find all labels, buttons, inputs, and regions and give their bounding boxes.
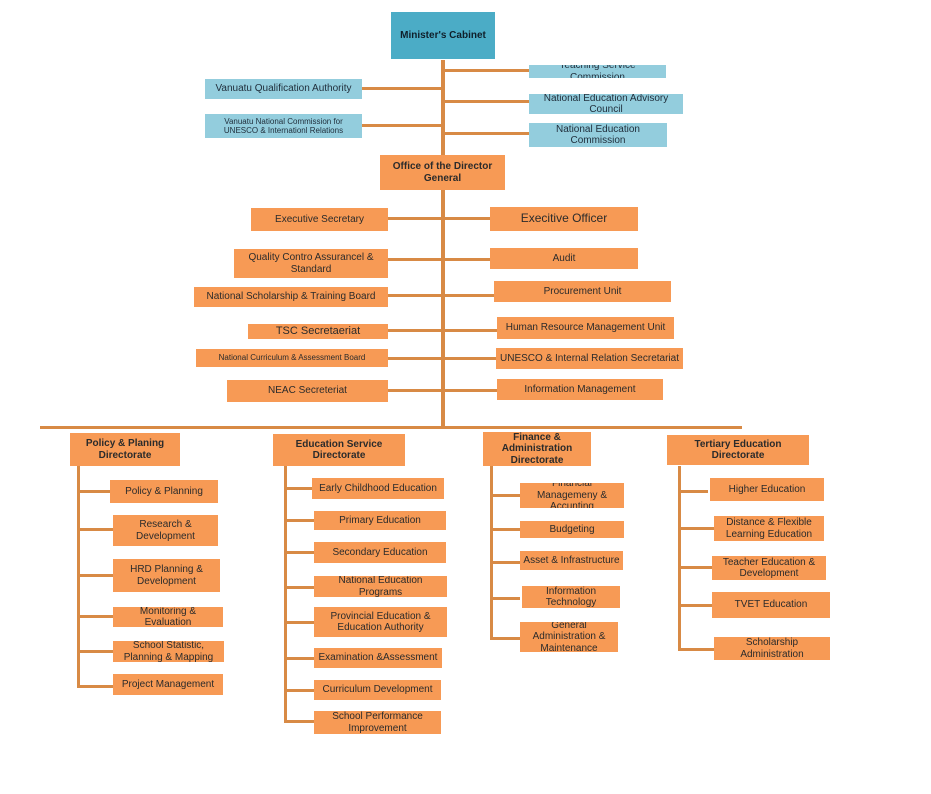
unesco-commission-box: Vanuatu National Commission for UNESCO &… bbox=[205, 114, 362, 138]
dg-left-unit: National Scholarship & Training Board bbox=[194, 287, 388, 307]
connector-line bbox=[441, 60, 445, 156]
connector-line bbox=[490, 528, 520, 531]
connector-line bbox=[441, 190, 445, 428]
teaching-service-commission-box: Teaching Service Commission bbox=[529, 65, 666, 78]
connector-line bbox=[388, 258, 492, 261]
finance-unit: Information Technology bbox=[522, 586, 620, 608]
connector-line bbox=[77, 466, 80, 688]
connector-line bbox=[284, 657, 314, 660]
education-service-unit: National Education Programs bbox=[314, 576, 447, 597]
education-advisory-council-box: National Education Advisory Council bbox=[529, 94, 683, 114]
connector-line bbox=[284, 551, 314, 554]
dg-right-unit: UNESCO & Internal Relation Secretariat bbox=[496, 348, 683, 369]
directorate-finance-administration: Finance & Administration Directorate bbox=[483, 432, 591, 466]
connector-line bbox=[77, 650, 113, 653]
connector-line bbox=[77, 615, 113, 618]
policy-unit: School Statistic, Planning & Mapping bbox=[113, 641, 224, 662]
connector-line bbox=[678, 490, 708, 493]
qualification-authority-box: Vanuatu Qualification Authority bbox=[205, 79, 362, 99]
education-service-unit: Early Childhood Education bbox=[312, 478, 444, 499]
dg-right-unit: Execitive Officer bbox=[490, 207, 638, 231]
tertiary-unit: Teacher Education & Development bbox=[712, 556, 826, 580]
connector-line bbox=[40, 426, 742, 429]
dg-left-unit: Quality Contro Assurancel & Standard bbox=[234, 249, 388, 278]
finance-unit: Financial Managemeny & Accunting bbox=[520, 483, 624, 508]
director-general-box: Office of the Director General bbox=[380, 155, 505, 190]
connector-line bbox=[678, 466, 681, 651]
policy-unit: Project Management bbox=[113, 674, 223, 695]
connector-line bbox=[284, 466, 287, 722]
policy-unit: Policy & Planning bbox=[110, 480, 218, 503]
connector-line bbox=[362, 124, 443, 127]
connector-line bbox=[490, 597, 520, 600]
connector-line bbox=[443, 69, 529, 72]
dg-right-unit: Audit bbox=[490, 248, 638, 269]
ministers-cabinet-box: Minister's Cabinet bbox=[391, 12, 495, 59]
tertiary-unit: Scholarship Administration bbox=[714, 637, 830, 660]
connector-line bbox=[678, 604, 712, 607]
education-service-unit: Curriculum Development bbox=[314, 680, 441, 700]
directorate-education-service: Education Service Directorate bbox=[273, 434, 405, 466]
connector-line bbox=[284, 586, 314, 589]
connector-line bbox=[284, 720, 314, 723]
education-service-unit: Primary Education bbox=[314, 511, 446, 530]
dg-left-unit: Executive Secretary bbox=[251, 208, 388, 231]
dg-left-unit: NEAC Secreteriat bbox=[227, 380, 388, 402]
connector-line bbox=[388, 294, 496, 297]
connector-line bbox=[77, 528, 113, 531]
finance-unit: Budgeting bbox=[520, 521, 624, 538]
finance-unit: General Administration & Maintenance bbox=[520, 622, 618, 652]
education-service-unit: School Performance Improvement bbox=[314, 711, 441, 734]
dg-right-unit: Information Management bbox=[497, 379, 663, 400]
connector-line bbox=[284, 621, 314, 624]
dg-left-unit: TSC Secretaeriat bbox=[248, 324, 388, 339]
directorate-tertiary-education: Tertiary Education Directorate bbox=[667, 435, 809, 465]
education-service-unit: Examination &Assessment bbox=[314, 648, 442, 668]
education-service-unit: Provincial Education & Education Authori… bbox=[314, 607, 447, 637]
connector-line bbox=[388, 217, 492, 220]
tertiary-unit: Distance & Flexible Learning Education bbox=[714, 516, 824, 541]
connector-line bbox=[284, 487, 312, 490]
connector-line bbox=[77, 685, 113, 688]
finance-unit: Asset & Infrastructure bbox=[520, 551, 623, 570]
connector-line bbox=[490, 637, 520, 640]
dg-right-unit: Procurement Unit bbox=[494, 281, 671, 302]
connector-line bbox=[388, 329, 498, 332]
connector-line bbox=[678, 527, 714, 530]
connector-line bbox=[77, 490, 110, 493]
connector-line bbox=[490, 561, 520, 564]
policy-unit: Research & Development bbox=[113, 515, 218, 546]
policy-unit: HRD Planning & Development bbox=[113, 559, 220, 592]
directorate-policy-planning: Policy & Planing Directorate bbox=[70, 433, 180, 466]
connector-line bbox=[388, 389, 498, 392]
tertiary-unit: Higher Education bbox=[710, 478, 824, 501]
national-education-commission-box: National Education Commission bbox=[529, 123, 667, 147]
dg-right-unit: Human Resource Management Unit bbox=[497, 317, 674, 339]
tertiary-unit: TVET Education bbox=[712, 592, 830, 618]
connector-line bbox=[388, 357, 498, 360]
dg-left-unit: National Curriculum & Assessment Board bbox=[196, 349, 388, 367]
connector-line bbox=[362, 87, 443, 90]
policy-unit: Monitoring & Evaluation bbox=[113, 607, 223, 627]
connector-line bbox=[678, 566, 712, 569]
education-service-unit: Secondary Education bbox=[314, 542, 446, 563]
connector-line bbox=[490, 466, 493, 640]
connector-line bbox=[443, 100, 529, 103]
connector-line bbox=[490, 494, 520, 497]
connector-line bbox=[77, 574, 113, 577]
connector-line bbox=[678, 648, 714, 651]
connector-line bbox=[443, 132, 529, 135]
connector-line bbox=[284, 519, 314, 522]
connector-line bbox=[284, 689, 314, 692]
